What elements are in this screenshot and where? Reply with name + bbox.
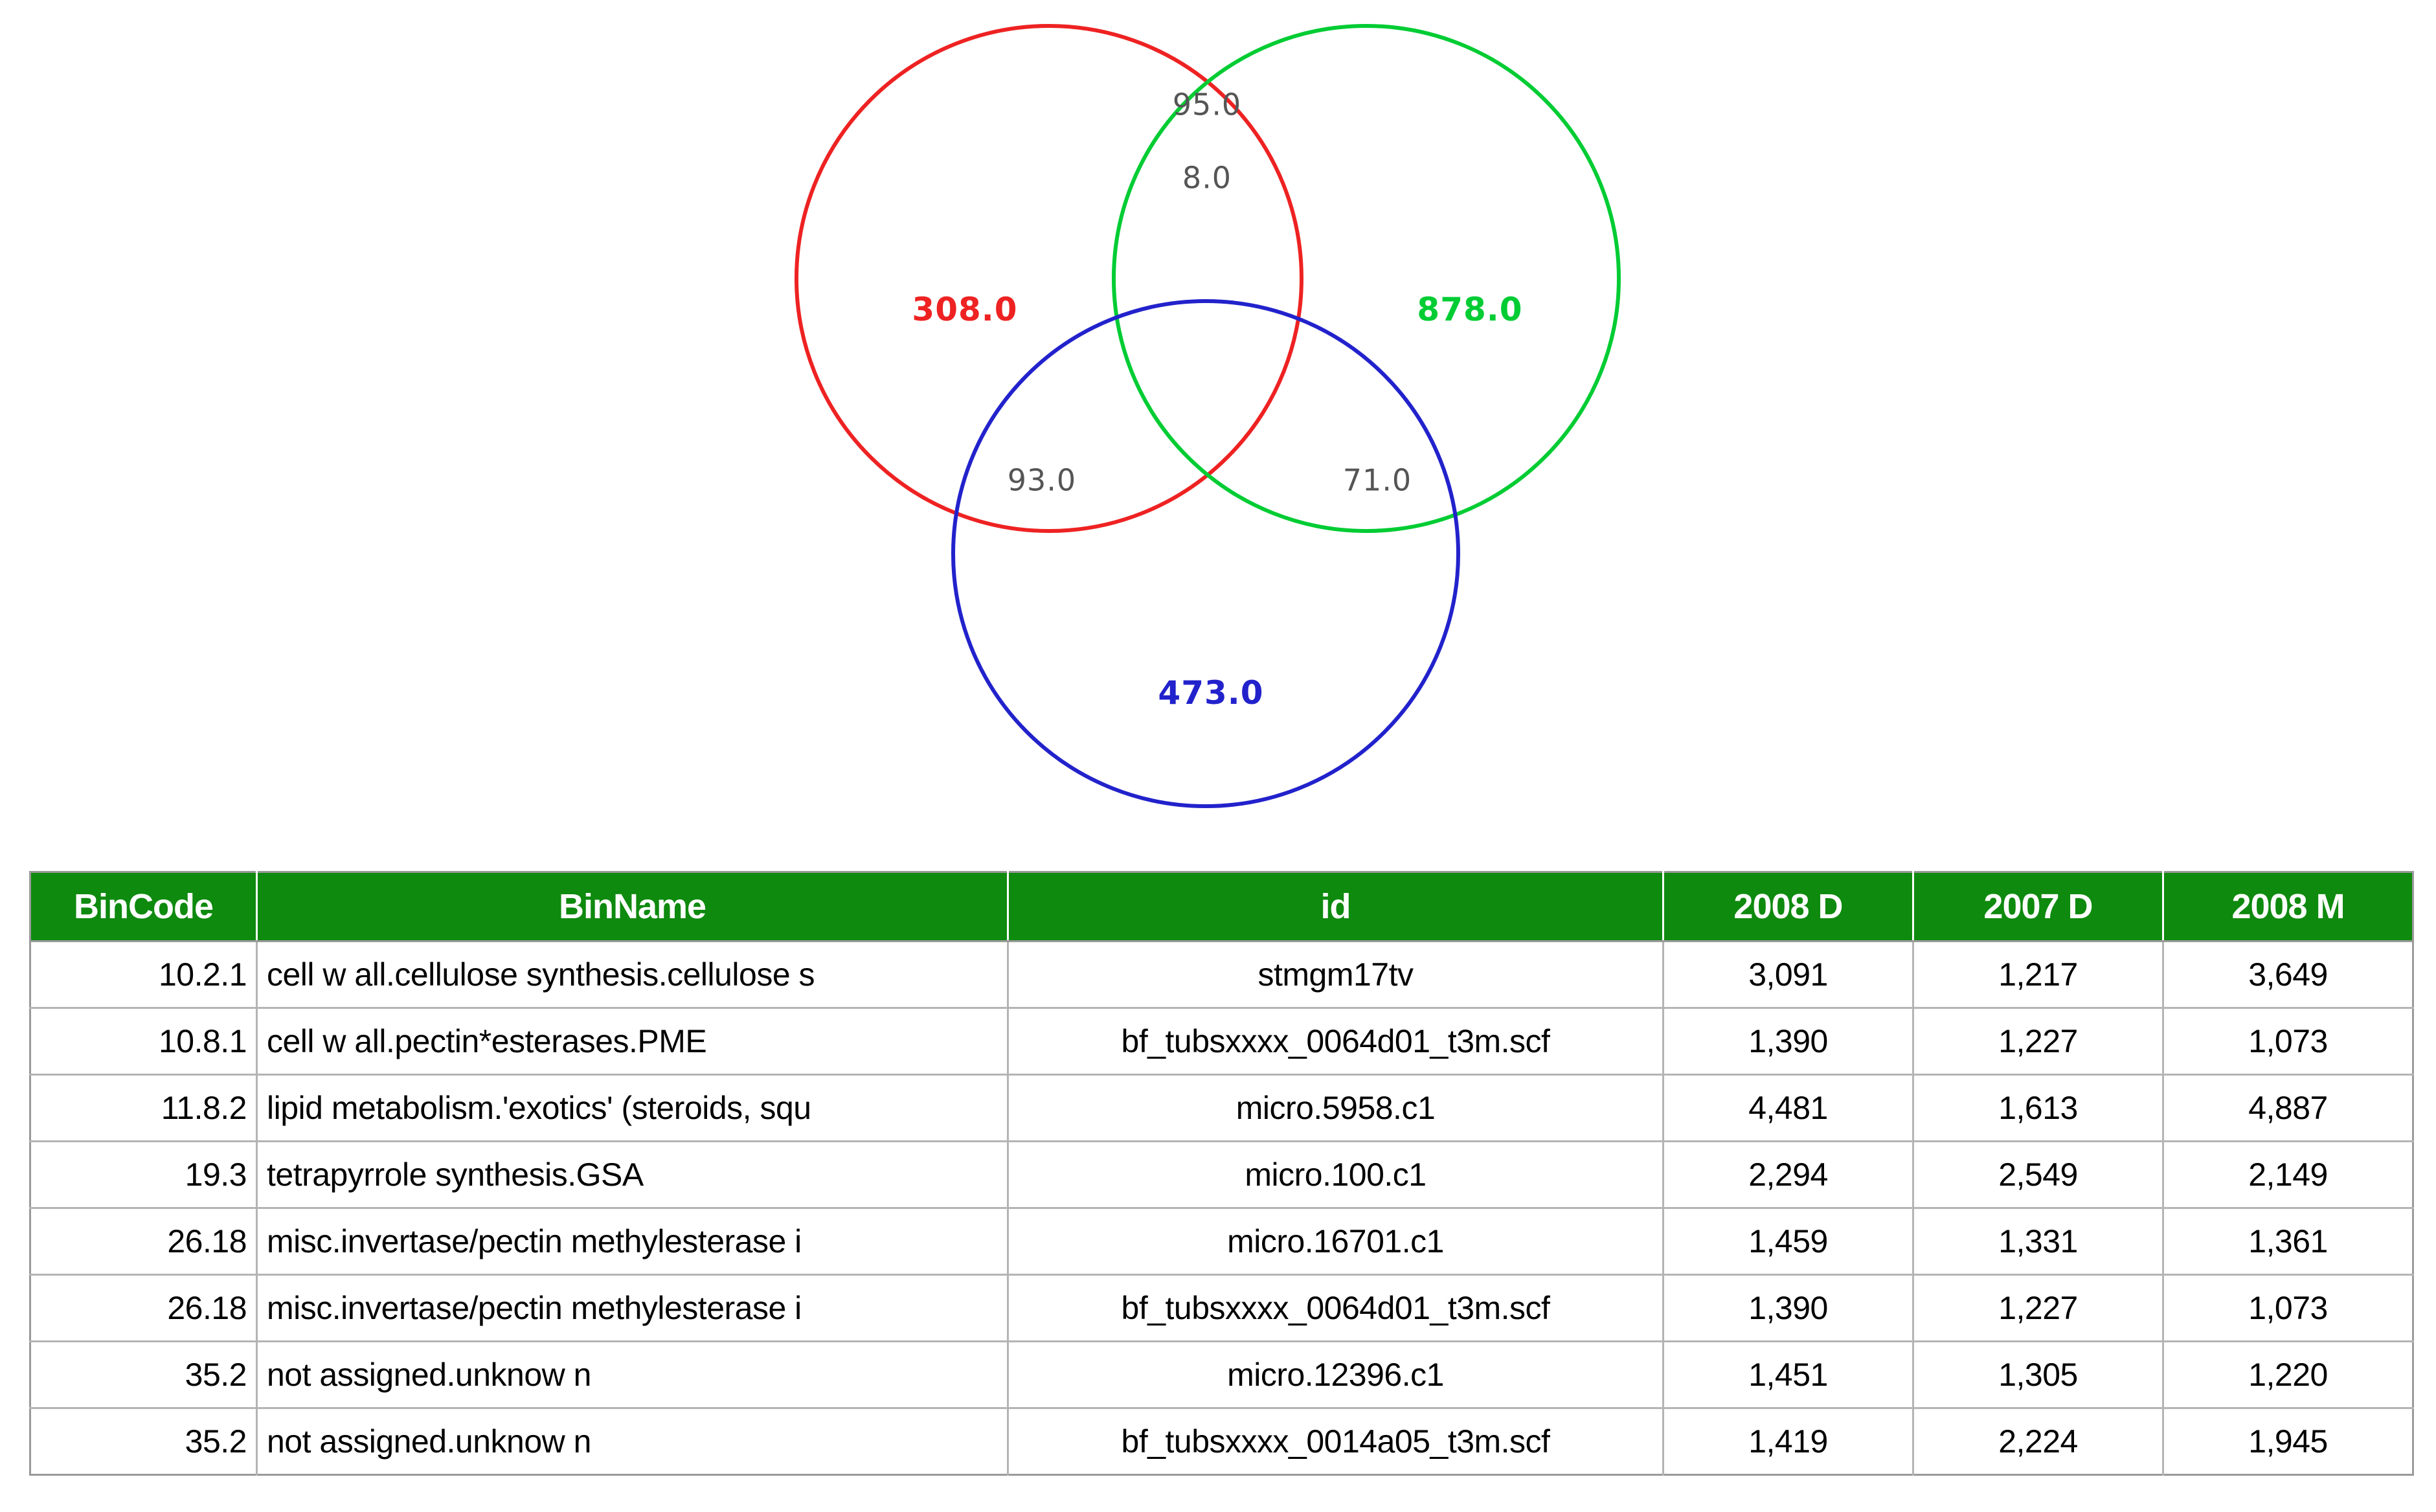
cell-2008m: 3,649 (2248, 956, 2328, 993)
table-row: 35.2 not assigned.unknow n micro.12396.c… (30, 1340, 2413, 1408)
column-header-bincode[interactable]: BinCode (30, 872, 258, 942)
venn-count-green-only: 878.0 (1417, 291, 1523, 328)
venn-circle-green (1112, 24, 1621, 533)
cell-binname: misc.invertase/pectin methylesterase i (256, 1274, 1009, 1342)
cell-2007d: 1,227 (1913, 1007, 2164, 1075)
cell-2008d: 1,390 (1663, 1007, 1914, 1075)
cell-bincode: 10.2.1 (30, 941, 258, 1008)
results-table: BinCode BinName id 2008 D 2007 D 2008 M … (29, 871, 2414, 1476)
table-row: 26.18 misc.invertase/pectin methylestera… (30, 1207, 2413, 1275)
column-header-2008m[interactable]: 2008 M (2163, 872, 2413, 942)
cell-id: bf_tubsxxxx_0014a05_t3m.scf (1008, 1407, 1664, 1475)
table-row: 10.8.1 cell w all.pectin*esterases.PME b… (30, 1007, 2413, 1075)
cell-2008m: 4,887 (2163, 1074, 2413, 1142)
cell-binname: not assigned.unknow n (256, 1340, 1009, 1408)
venn-count-green-blue: 71.0 (1336, 464, 1419, 500)
cell-id: bf_tubsxxxx_0064d01_t3m.scf (1008, 1274, 1664, 1342)
table-row: 26.18 misc.invertase/pectin methylestera… (30, 1274, 2413, 1342)
venn-count-red-green-value: 95.0 (1172, 87, 1242, 122)
cell-id: micro.12396.c1 (1008, 1340, 1664, 1408)
cell-id: stmgm17tv (1008, 941, 1664, 1008)
cell-2008m: 1,361 (2163, 1207, 2413, 1275)
column-header-id[interactable]: id (1008, 872, 1664, 942)
cell-binname: cell w all.pectin*esterases.PME (256, 1007, 1009, 1075)
cell-2007d: 2,224 (1913, 1407, 2164, 1475)
venn-diagram: 308.0 878.0 473.0 95.0 8.0 93.0 71.0 (795, 24, 1621, 808)
cell-2007d: 1,227 (1913, 1274, 2164, 1342)
cell-bincode: 11.8.2 (30, 1074, 258, 1142)
cell-2007d: 1,331 (1913, 1207, 2164, 1275)
cell-2008m: 1,073 (2163, 1007, 2413, 1075)
table-row: 35.2 not assigned.unknow n bf_tubsxxxx_0… (30, 1407, 2413, 1475)
cell-2008d: 2,294 (1663, 1140, 1914, 1208)
cell-2008d: 1,451 (1663, 1340, 1914, 1408)
venn-count-red-green: 95.0 (1166, 89, 1248, 124)
cell-bincode: 35.2 (30, 1340, 258, 1408)
cell-binname: not assigned.unknow n (256, 1407, 1009, 1475)
table-header-row: BinCode BinName id 2008 D 2007 D 2008 M (30, 872, 2413, 942)
cell-2008m: 1,073 (2163, 1274, 2413, 1342)
cell-2007d: 1,613 (1913, 1074, 2164, 1142)
cell-binname: cell w all.cellulose synthesis.cellulose… (256, 941, 1009, 1008)
cell-id: bf_tubsxxxx_0064d01_t3m.scf (1008, 1007, 1664, 1075)
cell-binname: lipid metabolism.'exotics' (steroids, sq… (256, 1074, 1009, 1142)
cell-2007d: 2,549 (1913, 1140, 2164, 1208)
cell-id: micro.16701.c1 (1008, 1207, 1664, 1275)
cell-2008d: 1,459 (1663, 1207, 1914, 1275)
table-row: 11.8.2 lipid metabolism.'exotics' (stero… (30, 1074, 2413, 1142)
venn-count-red-only: 308.0 (912, 291, 1018, 328)
cell-id: micro.100.c1 (1008, 1140, 1664, 1208)
venn-circles (795, 24, 1621, 808)
cell-2008d: 1,390 (1663, 1274, 1914, 1342)
venn-count-red-blue: 93.0 (1000, 464, 1083, 500)
cell-2008d: 3,091 (1663, 941, 1914, 1008)
column-header-2007d[interactable]: 2007 D (1913, 872, 2164, 942)
venn-count-red-blue-value: 93.0 (1007, 462, 1077, 498)
cell-binname: tetrapyrrole synthesis.GSA (256, 1140, 1009, 1208)
table-row: 19.3 tetrapyrrole synthesis.GSA micro.10… (30, 1140, 2413, 1208)
venn-count-green-blue-value: 71.0 (1342, 462, 1412, 498)
cell-2008m: 1,945 (2163, 1407, 2413, 1475)
cell-2008d: 1,419 (1663, 1407, 1914, 1475)
venn-count-red-green-blue-value: 8.0 (1182, 160, 1232, 196)
venn-circle-blue (951, 299, 1460, 808)
cell-bincode: 26.18 (30, 1207, 258, 1275)
cell-2008m: 2,149 (2163, 1140, 2413, 1208)
column-header-2008d[interactable]: 2008 D (1663, 872, 1914, 942)
cell-bincode: 19.3 (30, 1140, 258, 1208)
cell-2007d: 1,305 (1913, 1340, 2164, 1408)
cell-bincode: 26.18 (30, 1274, 258, 1342)
cell-id: micro.5958.c1 (1008, 1074, 1664, 1142)
table-row: 10.2.1 cell w all.cellulose synthesis.ce… (30, 941, 2413, 1008)
cell-bincode: 35.2 (30, 1407, 258, 1475)
results-table-container: BinCode BinName id 2008 D 2007 D 2008 M … (29, 871, 2414, 1476)
column-header-binname[interactable]: BinName (256, 872, 1009, 942)
venn-count-red-green-blue: 8.0 (1171, 162, 1243, 197)
cell-binname: misc.invertase/pectin methylesterase i (256, 1207, 1009, 1275)
venn-circle-red (795, 24, 1303, 533)
cell-bincode: 10.8.1 (30, 1007, 258, 1075)
cell-2008d: 4,481 (1663, 1074, 1914, 1142)
venn-count-blue-only: 473.0 (1158, 674, 1264, 712)
cell-2007d: 1,217 (1913, 941, 2164, 1008)
cell-2008m: 1,220 (2163, 1340, 2413, 1408)
